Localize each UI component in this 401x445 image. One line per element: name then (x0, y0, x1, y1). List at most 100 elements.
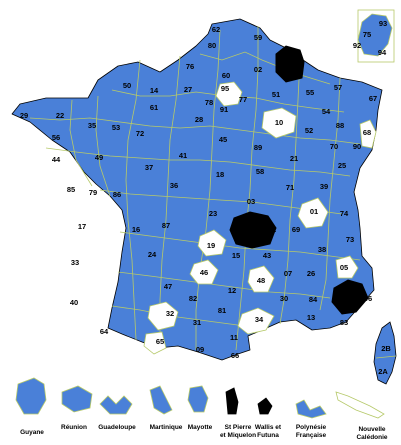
caledonie-shape (335, 391, 385, 419)
dept-label-52: 52 (305, 126, 313, 135)
dept-label-2B: 2B (381, 344, 391, 353)
dept-label-06: 06 (364, 294, 372, 303)
dept-68-shape (359, 119, 377, 149)
dept-label-80: 80 (208, 41, 216, 50)
dept-label-82: 82 (189, 294, 197, 303)
dept-label-89: 89 (254, 143, 262, 152)
dept-label-13: 13 (307, 313, 315, 322)
dept-05-shape (335, 255, 359, 279)
overseas-legend-labels: Guyane Réunion Guadeloupe Martinique Mayotte… (20, 424, 388, 441)
dept-label-22: 22 (56, 111, 64, 120)
dept-label-11: 11 (230, 333, 238, 342)
dept-label-51: 51 (272, 90, 280, 99)
dept-label-64: 64 (100, 327, 109, 336)
legend-label-c: Guadeloupe (98, 424, 136, 431)
dept-label-31: 31 (193, 318, 201, 327)
dept-label-75: 75 (363, 30, 371, 39)
dept-label-28: 28 (195, 115, 203, 124)
dept-label-27: 27 (184, 85, 192, 94)
dept-label-92: 92 (353, 41, 361, 50)
dept-label-58: 58 (256, 167, 264, 176)
dept-label-63: 63 (248, 226, 256, 235)
dept-label-25: 25 (338, 161, 346, 170)
polynesie-shape (295, 399, 327, 419)
dept-label-62: 62 (212, 25, 220, 34)
dept-label-65: 65 (156, 337, 164, 346)
overseas-legend: Guyane Réunion Guadeloupe Martinique Mayotte… (15, 377, 388, 441)
dept-34-shape (237, 307, 275, 335)
dept-label-84: 84 (309, 295, 318, 304)
corsica (373, 321, 397, 385)
dept-32-shape (147, 301, 179, 331)
ile-de-france-inset (215, 81, 243, 107)
dept-label-10: 10 (275, 118, 283, 127)
dept-label-88: 88 (336, 121, 344, 130)
dept-label-66: 66 (231, 351, 239, 360)
dept-label-60: 60 (222, 71, 230, 80)
dept-label-76: 76 (186, 62, 194, 71)
dept-label-81: 81 (218, 306, 226, 315)
dept-label-94: 94 (378, 48, 387, 57)
dept-label-42: 42 (268, 225, 276, 234)
dept-label-93: 93 (379, 19, 387, 28)
dept-label-30: 30 (280, 294, 288, 303)
dept-label-49: 49 (95, 153, 103, 162)
dept-label-90: 90 (353, 142, 361, 151)
dept-label-38: 38 (318, 245, 326, 254)
dept-label-01: 01 (310, 207, 318, 216)
dept-label-24: 24 (148, 250, 157, 259)
dept-label-19: 19 (207, 241, 215, 250)
dept-label-71: 71 (286, 183, 294, 192)
dept-label-85: 85 (67, 185, 75, 194)
dept-label-74: 74 (340, 209, 349, 218)
dept-label-69: 69 (292, 225, 300, 234)
legend-label-a: Guyane (20, 429, 44, 436)
dept-label-67: 67 (369, 94, 377, 103)
dept-label-18: 18 (216, 170, 224, 179)
martinique-shape (149, 385, 173, 415)
dept-label-40: 40 (70, 298, 78, 307)
wallis-shape (257, 397, 273, 415)
dept-label-44: 44 (52, 155, 61, 164)
petite-couronne-inset (357, 13, 393, 57)
dept-label-79: 79 (89, 188, 97, 197)
guyane-shape (15, 377, 47, 415)
legend-label-e: Mayotte (188, 424, 213, 431)
dept-label-87: 87 (162, 221, 170, 230)
dept-label-16: 16 (132, 225, 140, 234)
dept-63-shape (229, 211, 277, 249)
dept-label-46: 46 (200, 268, 208, 277)
dept-label-86: 86 (113, 190, 121, 199)
legend-label-b: Réunion (61, 424, 87, 431)
dept-label-03: 03 (247, 197, 255, 206)
dept-label-32: 32 (166, 309, 174, 318)
dept-10-shape (261, 107, 297, 139)
dept-46-shape (189, 259, 219, 285)
st-pierre-shape (225, 387, 239, 415)
dept-19-shape (197, 229, 227, 257)
dept-65-shape (143, 331, 167, 355)
dept-label-33: 33 (71, 258, 79, 267)
dept-label-41: 41 (179, 151, 187, 160)
dept-label-59: 59 (254, 33, 262, 42)
dept-label-23: 23 (209, 209, 217, 218)
dept-48-shape (247, 265, 275, 293)
legend-label-d: Martinique (150, 424, 183, 431)
dept-label-43: 43 (263, 251, 271, 260)
dept-label-12: 12 (228, 286, 236, 295)
dept-label-47: 47 (164, 282, 172, 291)
dept-label-53: 53 (112, 123, 120, 132)
dept-label-04: 04 (344, 292, 353, 301)
dept-label-57: 57 (334, 83, 342, 92)
dept-label-56: 56 (52, 133, 60, 142)
dept-label-07: 07 (284, 269, 292, 278)
dept-label-77: 77 (239, 95, 247, 104)
dept-label-09: 09 (196, 345, 204, 354)
dept-04-shape (331, 279, 369, 315)
dept-label-61: 61 (150, 103, 158, 112)
dept-label-15: 15 (232, 251, 240, 260)
dept-label-55: 55 (306, 88, 314, 97)
